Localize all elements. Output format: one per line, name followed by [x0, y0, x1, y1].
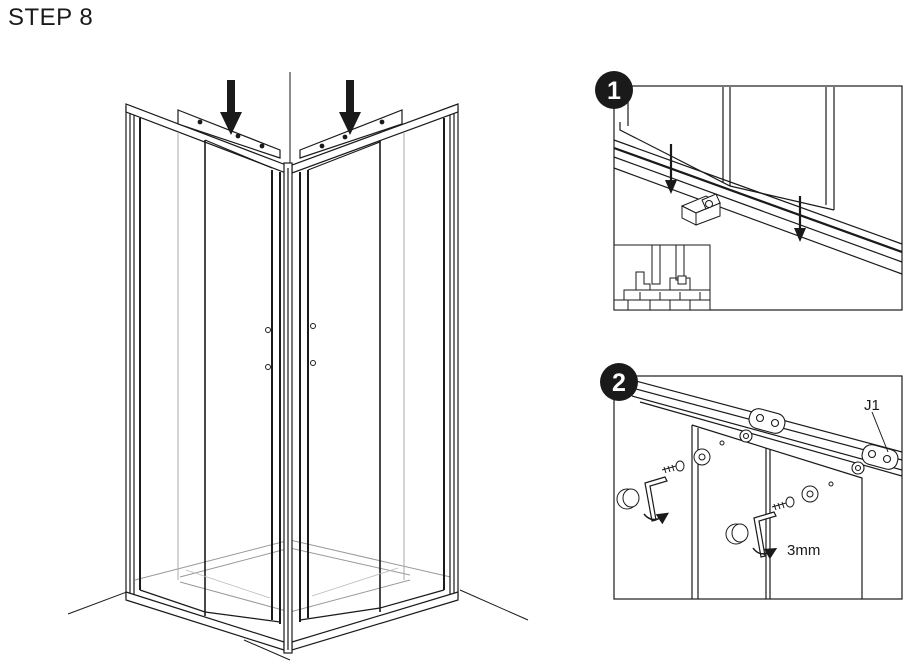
right-cover-plate [299, 109, 403, 159]
left-cover-plate [177, 109, 281, 159]
door-handles [265, 323, 316, 370]
detail-2-panel: J1 3mm 2 [600, 363, 903, 600]
shower-enclosure [67, 72, 529, 661]
part-label-j1: J1 [864, 397, 880, 414]
screw-assembly-right [725, 481, 834, 545]
down-arrow-icon [665, 144, 806, 242]
top-cover-plates [177, 109, 403, 159]
cross-section-inset [613, 244, 711, 311]
rotate-arrow-icon [643, 512, 669, 525]
down-arrow-icon [220, 80, 361, 135]
detail-1-panel: 1 [595, 71, 903, 311]
detail-1-badge: 1 [607, 77, 621, 105]
rotate-arrow-icon [752, 547, 778, 560]
detail-2-badge: 2 [612, 369, 626, 397]
allen-key-icon [753, 511, 777, 558]
handle-right-upper [310, 323, 316, 329]
handle-right-lower [310, 360, 316, 366]
bracket-icon [680, 193, 722, 226]
tool-size-label: 3mm [787, 542, 820, 559]
shower-tray [134, 539, 456, 613]
step-title: STEP 8 [8, 4, 94, 31]
handle-left-lower [265, 364, 271, 370]
glass-panels [185, 567, 399, 599]
roller-icon [739, 408, 899, 475]
screw-assembly-left [616, 440, 725, 510]
allen-key-icon [644, 476, 668, 522]
handle-left-upper [265, 327, 271, 333]
